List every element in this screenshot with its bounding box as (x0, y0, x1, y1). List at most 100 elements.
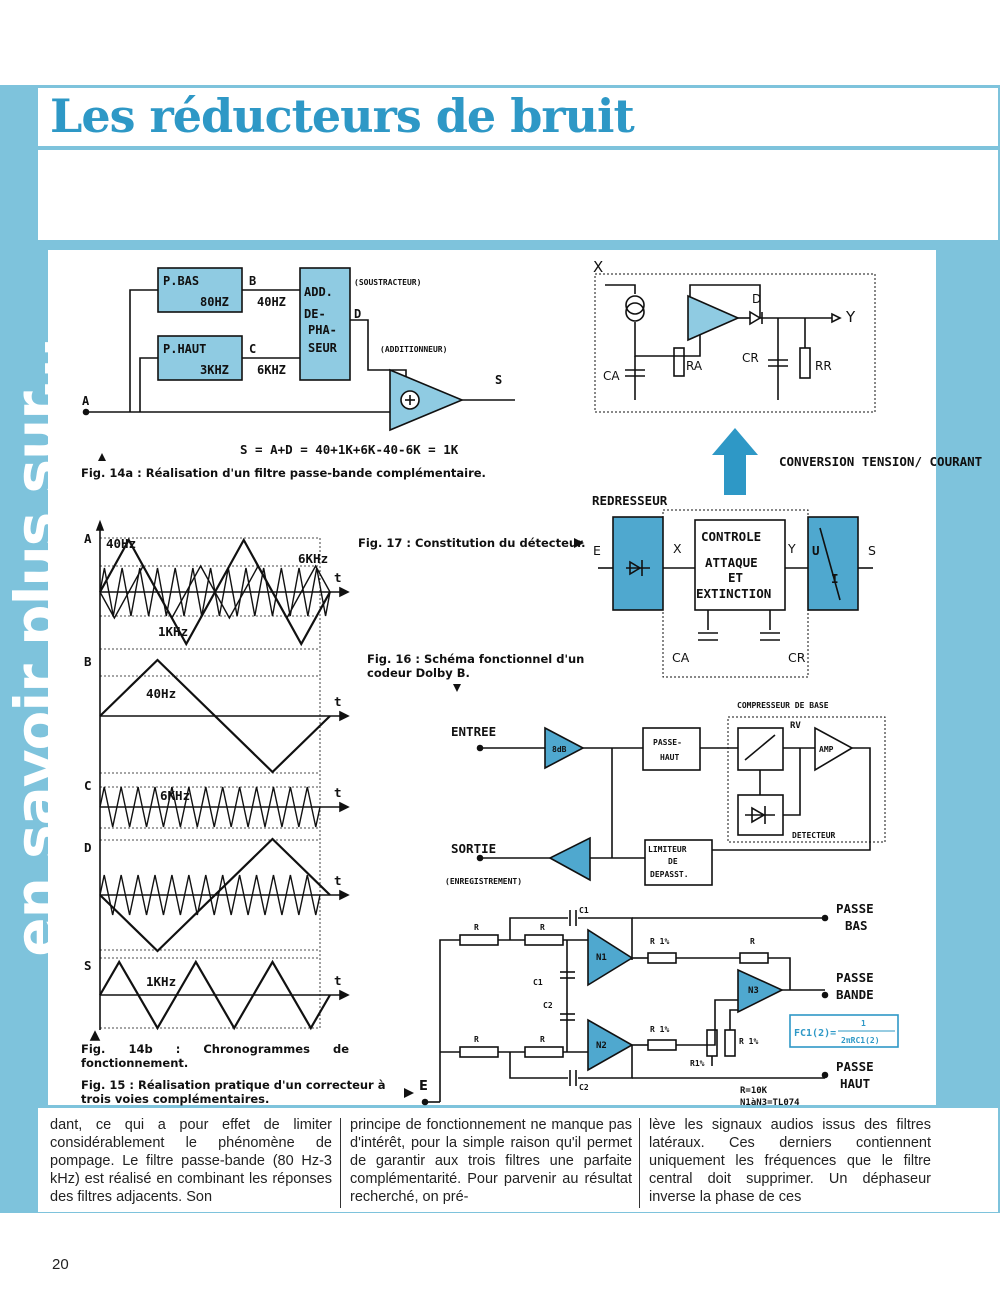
fig15-circuit: PASSE BAS PASSE BANDE PASSE HAUT R R R R… (419, 901, 899, 1108)
fig15-c1b: C1 (533, 978, 543, 987)
fig16-compresseur: COMPRESSEUR DE BASE (737, 701, 829, 710)
fig14b-a-40hz: 40Hz (106, 536, 136, 551)
fig15-n2: N2 (596, 1041, 607, 1051)
fig14a-label-s: S (495, 373, 502, 387)
fig16-limiteur3: DEPASST. (650, 870, 689, 879)
fig14b-b-40hz: 40Hz (146, 686, 176, 701)
fig14a-pbas-freq: 80HZ (200, 295, 229, 309)
fig16-ca: CA (672, 650, 690, 665)
fig16-y: Y (787, 541, 796, 556)
fig16-u: U (812, 543, 820, 558)
fig15-r1: R (474, 923, 479, 932)
fig16-sortie: SORTIE (451, 841, 496, 856)
fig15-e: E (419, 1079, 428, 1094)
fig15-c2a: C2 (543, 1001, 553, 1010)
fig14b-t1: t (334, 570, 342, 585)
fig14b-a-1khz: 1KHz (158, 624, 188, 639)
fig16-passe-haut2: HAUT (660, 753, 679, 762)
fig14a-adder4: SEUR (308, 341, 338, 355)
fig16-dolby: ENTREE SORTIE (ENREGISTREMENT) COMPRESSE… (445, 701, 886, 886)
fig15-passe-bas1: PASSE (836, 901, 874, 916)
fig15-c2b: C2 (579, 1083, 589, 1092)
fig16-detecteur: DETECTEUR (792, 831, 836, 840)
fig15-formula-num: 1 (861, 1019, 866, 1028)
fig16-limiteur2: DE (668, 857, 678, 866)
fig14b-label-s: S (84, 958, 92, 973)
column-rule-1 (340, 1118, 341, 1208)
fig14a-additionneur: (ADDITIONNEUR) (380, 345, 447, 354)
fig16-controle3: ET (728, 570, 743, 585)
fig16-detector-chain: REDRESSEUR CONTROLE ATTAQUE ET EXTINCTIO… (592, 454, 982, 678)
fig14a-adder3: PHA- (308, 323, 337, 337)
fig16-gain: 8dB (552, 745, 567, 754)
fig15-passe-haut2: HAUT (840, 1076, 870, 1091)
fig16-caption: Fig. 16 : Schéma fonctionnel d'un codeur… (367, 652, 585, 680)
fig14a-phaut-freq: 3KHZ (200, 363, 229, 377)
fig14a-adder2: DE- (304, 307, 326, 321)
fig14b-t3: t (334, 785, 342, 800)
fig14a-diagram: P.BAS 80HZ P.HAUT 3KHZ B 40HZ C 6KHZ ADD… (82, 267, 515, 461)
fig14b-c-6khz: 6KHz (160, 788, 190, 803)
fig16-controle1: CONTROLE (701, 529, 761, 544)
fig15-passe-bande2: BANDE (836, 987, 874, 1002)
fig16-conversion: CONVERSION TENSION/ COURANT (779, 454, 982, 469)
fig15-r3: R (750, 937, 755, 946)
fig15-n1: N1 (596, 953, 607, 963)
fig15-r4: R (474, 1035, 479, 1044)
fig17-d: D (752, 292, 761, 306)
fig15-formula-den: 2πRC1(2) (841, 1036, 880, 1045)
fig14a-soustracteur: (SOUSTRACTEUR) (354, 278, 421, 287)
fig14a-caption: Fig. 14a : Réalisation d'un filtre passe… (81, 466, 486, 480)
fig17-ca: CA (603, 369, 620, 383)
fig15-note-n: N1àN3=TL074 (740, 1098, 800, 1108)
fig14b-t2: t (334, 694, 342, 709)
fig17-rr: RR (815, 359, 832, 373)
fig14a-freq-b: 40HZ (257, 295, 286, 309)
fig14b-s-1khz: 1KHz (146, 974, 176, 989)
fig15-n3: N3 (748, 986, 759, 996)
fig14b-label-a: A (84, 531, 92, 546)
fig14b-caption: Fig. 14b : Chronogrammes de fonctionneme… (81, 1042, 349, 1070)
fig14b-label-d: D (84, 840, 92, 855)
fig16-x: X (673, 541, 682, 556)
page-number: 20 (52, 1256, 69, 1273)
fig17-caption: Fig. 17 : Constitution du détecteur. (358, 536, 586, 550)
fig14b-t4: t (334, 873, 342, 888)
fig14b-a-6khz: 6KHz (298, 551, 328, 566)
fig15-r1pct-b: R 1% (650, 1025, 669, 1034)
fig15-r5: R (540, 1035, 545, 1044)
fig17-y: Y (845, 308, 856, 326)
body-column-2: principe de fonctionnement ne manque pas… (350, 1116, 632, 1206)
fig14a-freq-c: 6KHZ (257, 363, 286, 377)
intro-box (38, 150, 998, 240)
fig14a-adder1: ADD. (304, 285, 333, 299)
fig14a-label-c: C (249, 342, 256, 356)
fig15-caption: Fig. 15 : Réalisation pratique d'un corr… (81, 1078, 386, 1106)
fig16-enregistrement: (ENREGISTREMENT) (445, 877, 522, 886)
fig16-controle4: EXTINCTION (696, 586, 771, 601)
body-column-3: lève les signaux audios issus des filtre… (649, 1116, 931, 1206)
fig15-r1pct-c: R 1% (739, 1037, 758, 1046)
fig16-s: S (868, 543, 876, 558)
page-title: Les réducteurs de bruit (50, 89, 635, 143)
fig14a-pbas: P.BAS (163, 274, 199, 288)
fig15-formula-lhs: FC1(2)= (794, 1028, 836, 1039)
fig14b-label-b: B (84, 654, 92, 669)
fig15-passe-haut1: PASSE (836, 1059, 874, 1074)
fig15-passe-bas2: BAS (845, 918, 868, 933)
fig17-ra: RA (686, 359, 703, 373)
fig15-c1a: C1 (579, 906, 589, 915)
fig14b-label-c: C (84, 778, 92, 793)
fig16-entree: ENTREE (451, 724, 496, 739)
fig16-controle2: ATTAQUE (705, 555, 758, 570)
fig16-rv: RV (790, 721, 801, 731)
title-box (38, 88, 998, 146)
fig15-r2: R (540, 923, 545, 932)
fig14a-label-d: D (354, 307, 361, 321)
fig15-r1pct-a: R 1% (650, 937, 669, 946)
fig16-e: E (593, 543, 601, 558)
up-arrow-icon (712, 428, 758, 495)
column-rule-2 (639, 1118, 640, 1208)
fig17-x: X (593, 258, 603, 276)
